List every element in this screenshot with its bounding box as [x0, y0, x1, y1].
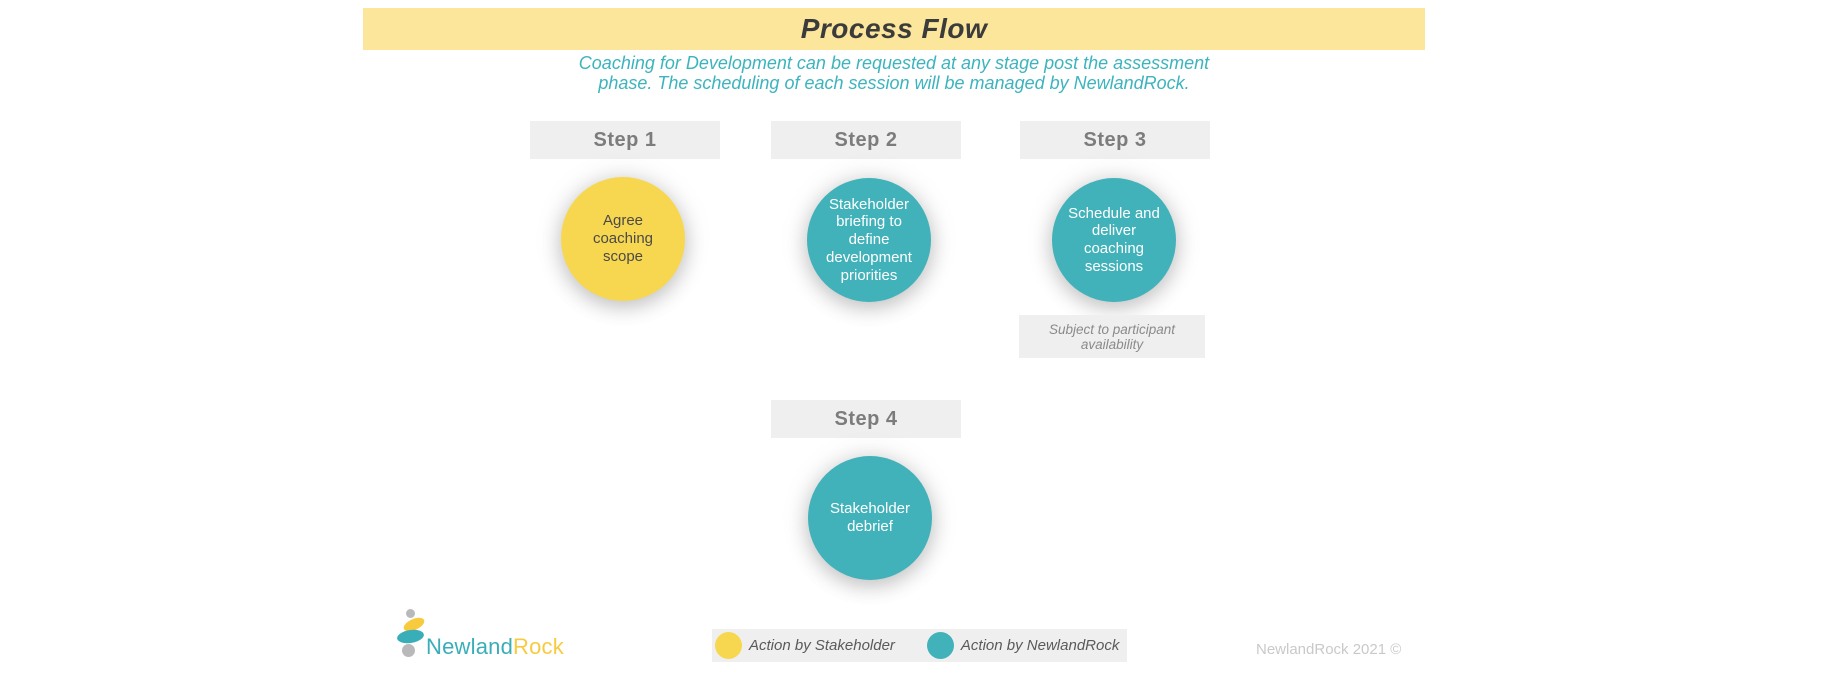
step-1-circle-text: Agree coaching scope — [592, 212, 654, 265]
step-1-header: Step 1 — [530, 121, 720, 159]
newlandrock-logo: NewlandRock — [395, 606, 595, 664]
step-1-circle-stakeholder-action: Agree coaching scope — [561, 177, 685, 301]
step-1-label: Step 1 — [593, 128, 657, 151]
logo-pebble-teal-icon — [396, 627, 425, 646]
logo-text-rock: Rock — [513, 634, 564, 659]
legend-item-newlandrock: Action by NewlandRock — [926, 632, 1120, 659]
title-banner: Process Flow — [363, 8, 1425, 50]
legend-dot-stakeholder-icon — [715, 632, 742, 659]
step-4-circle-text: Stakeholder debrief — [829, 500, 911, 535]
copyright-text: NewlandRock 2021 © — [1256, 641, 1402, 658]
step-3-circle-text: Schedule and deliver coaching sessions — [1068, 204, 1160, 275]
step-4-label: Step 4 — [834, 407, 898, 430]
legend-label-stakeholder: Action by Stakeholder — [749, 637, 895, 654]
step-3-circle-newlandrock-action: Schedule and deliver coaching sessions — [1052, 178, 1176, 302]
step-4-circle-newlandrock-action: Stakeholder debrief — [808, 456, 932, 580]
step-3-note: Subject to participant availability — [1019, 315, 1205, 358]
logo-pebble-top-icon — [406, 609, 415, 618]
step-4-header: Step 4 — [771, 400, 961, 438]
step-2-circle-newlandrock-action: Stakeholder briefing to define developme… — [807, 178, 931, 302]
logo-pebble-bottom-icon — [402, 644, 415, 657]
page-title: Process Flow — [800, 13, 988, 44]
step-3-label: Step 3 — [1083, 128, 1147, 151]
step-2-circle-text: Stakeholder briefing to define developme… — [826, 195, 912, 284]
logo-wordmark: NewlandRock — [426, 634, 564, 660]
step-3-header: Step 3 — [1020, 121, 1210, 159]
step-2-header: Step 2 — [771, 121, 961, 159]
subtitle: Coaching for Development can be requeste… — [363, 53, 1425, 93]
step-3-note-text: Subject to participant availability — [1048, 321, 1176, 352]
legend-item-stakeholder: Action by Stakeholder — [715, 632, 895, 659]
logo-text-newland: Newland — [426, 634, 514, 659]
subtitle-line-2: phase. The scheduling of each session wi… — [598, 73, 1190, 93]
subtitle-line-1: Coaching for Development can be requeste… — [578, 53, 1210, 73]
step-2-label: Step 2 — [834, 128, 898, 151]
legend-dot-newlandrock-icon — [926, 632, 954, 659]
legend-bar: Action by Stakeholder Action by NewlandR… — [712, 629, 1127, 662]
legend-label-newlandrock: Action by NewlandRock — [960, 637, 1120, 654]
